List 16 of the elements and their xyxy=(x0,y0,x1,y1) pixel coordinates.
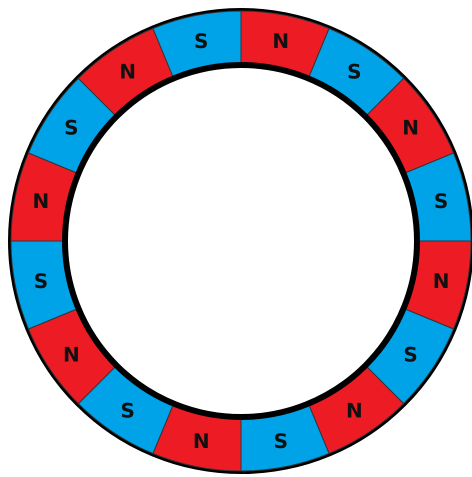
pole-label: N xyxy=(346,398,363,423)
pole-label: N xyxy=(402,116,419,140)
pole-label: S xyxy=(347,59,362,84)
pole-label: N xyxy=(119,59,136,84)
pole-label: N xyxy=(272,28,290,53)
pole-label: N xyxy=(63,342,80,366)
pole-label: N xyxy=(32,189,50,214)
pole-label: S xyxy=(403,342,418,366)
pole-label: S xyxy=(64,116,79,140)
pole-label: S xyxy=(194,28,208,53)
pole-label: N xyxy=(192,429,210,454)
pole-label: S xyxy=(434,189,448,214)
pole-label: S xyxy=(34,268,48,293)
pole-label: N xyxy=(432,268,450,293)
pole-label: S xyxy=(274,429,288,454)
pole-label: S xyxy=(120,398,135,423)
